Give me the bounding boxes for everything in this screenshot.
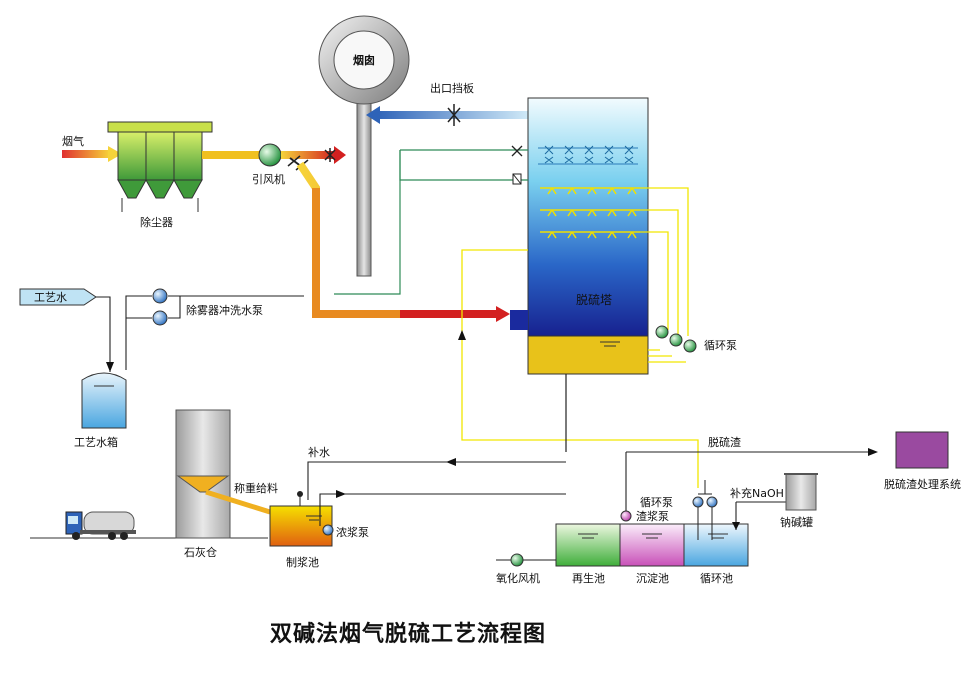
slurry-pool: 制浆池 <box>269 491 333 569</box>
chimney-label: 烟囱 <box>353 53 375 67</box>
soda-tank-label: 钠碱罐 <box>780 515 813 529</box>
outlet-damper-label: 出口挡板 <box>430 81 474 95</box>
process-water-lines <box>96 295 304 372</box>
outlet-damper: 出口挡板 <box>430 81 474 126</box>
clean-gas-duct <box>376 111 528 119</box>
tower-label: 脱硫塔 <box>576 292 612 307</box>
induced-fan: 引风机 <box>252 143 285 186</box>
wash-water-lines <box>334 149 528 295</box>
mist-wash-pumps: 除雾器冲洗水泵 <box>152 288 263 326</box>
tanker-truck <box>65 511 136 540</box>
diagram-title: 双碱法烟气脱硫工艺流程图 <box>270 621 546 647</box>
flue-gas-inlet: 烟气 <box>62 134 122 162</box>
makeup-water-line <box>307 461 566 526</box>
process-water-tank-label: 工艺水箱 <box>74 435 118 449</box>
weigh-feeder: 称重给料 <box>205 481 278 515</box>
lime-silo: 石灰仓 <box>175 409 231 559</box>
pool-pump-label: 循环泵 <box>640 496 673 509</box>
residue-pump: 渣浆泵 <box>620 451 704 523</box>
wash-water-valves <box>511 145 523 185</box>
naoh-makeup-line: 补充NaOH <box>730 486 790 530</box>
slurry-pool-label: 制浆池 <box>286 555 319 569</box>
dust-collector: 除尘器 <box>107 121 213 229</box>
process-water-source: 工艺水 <box>19 288 97 306</box>
residue-line: 脱硫渣 <box>704 435 878 456</box>
flue-duct-2 <box>281 151 335 159</box>
flue-duct-1 <box>202 151 262 159</box>
regeneration-pool: 再生池 <box>555 523 621 585</box>
induced-fan-label: 引风机 <box>252 172 285 186</box>
flow-arrow-up <box>458 330 466 340</box>
mist-eliminator <box>538 145 638 165</box>
residue-treatment-system: 脱硫渣处理系统 <box>884 431 961 491</box>
residue-system-label: 脱硫渣处理系统 <box>884 477 961 491</box>
mist-wash-pump-label: 除雾器冲洗水泵 <box>186 303 263 317</box>
pool-circulation-pumps: 循环泵 <box>640 480 718 540</box>
oxidation-fan-label: 氧化风机 <box>496 571 540 585</box>
flue-gas-label: 烟气 <box>62 134 84 148</box>
naoh-makeup-label: 补充NaOH <box>730 486 784 500</box>
residue-pump-label: 渣浆泵 <box>636 509 669 523</box>
recirculation-lines <box>461 187 699 488</box>
sedimentation-pool: 沉淀池 <box>619 523 685 585</box>
regeneration-pool-label: 再生池 <box>572 571 605 585</box>
desulfurization-tower: 脱硫塔 <box>510 97 649 375</box>
tower-pump-label: 循环泵 <box>704 339 737 352</box>
process-water-label: 工艺水 <box>34 291 67 304</box>
process-water-tank: 工艺水箱 <box>74 372 127 449</box>
dust-collector-label: 除尘器 <box>140 215 173 229</box>
tower-circulation-pumps: 循环泵 <box>655 325 737 353</box>
circulation-pool: 循环池 <box>683 523 749 585</box>
chimney-inlet-damper <box>324 148 336 162</box>
soda-tank: 钠碱罐 <box>780 473 818 529</box>
weigh-feeder-label: 称重给料 <box>234 481 278 495</box>
slurry-pump-label: 浓浆泵 <box>336 525 369 539</box>
spray-layers <box>540 187 640 239</box>
lime-silo-label: 石灰仓 <box>184 545 217 559</box>
sedimentation-pool-label: 沉淀池 <box>636 571 669 585</box>
oxidation-fan: 氧化风机 <box>496 553 556 585</box>
makeup-water-label: 补水 <box>308 446 330 459</box>
residue-label: 脱硫渣 <box>708 435 741 449</box>
circulation-pool-label: 循环池 <box>700 572 733 585</box>
slurry-pump: 浓浆泵 <box>322 524 369 539</box>
chimney: 烟囱 <box>318 15 410 277</box>
